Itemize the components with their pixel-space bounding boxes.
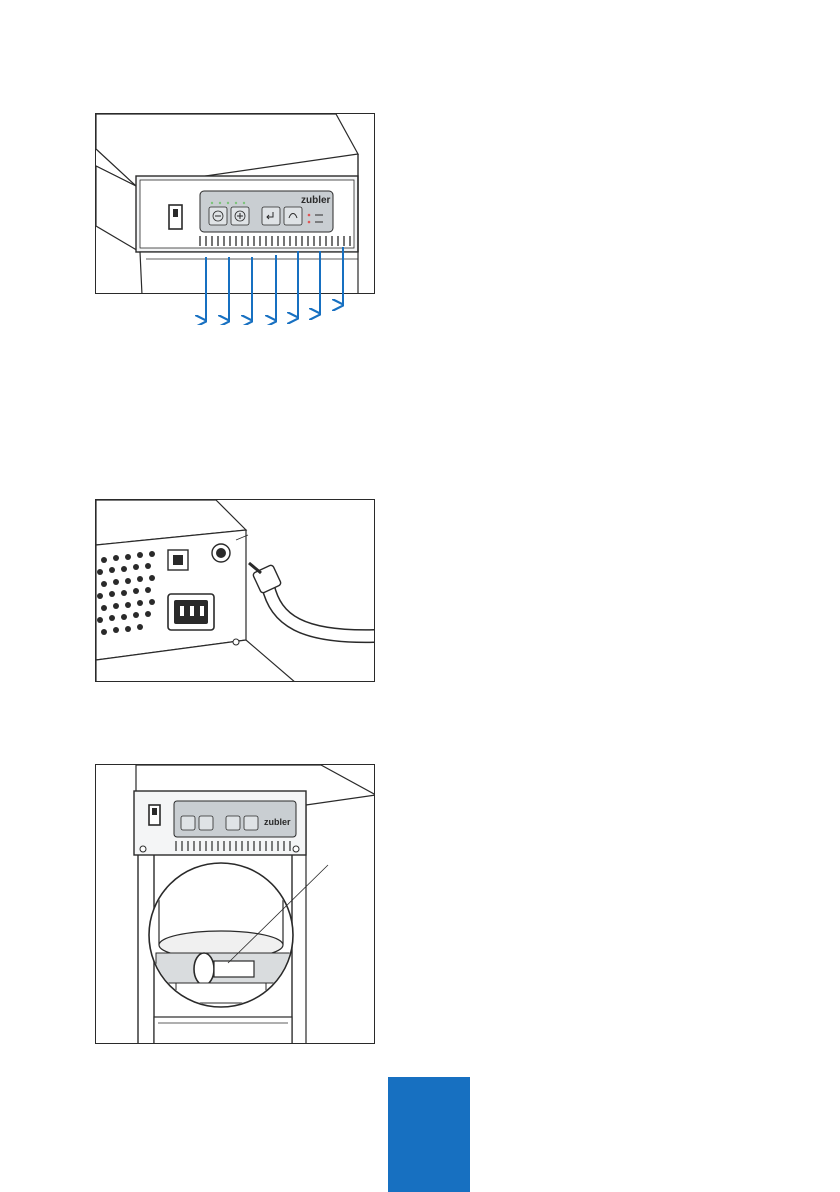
pump-detail-illustration: zubler — [96, 765, 375, 1044]
brand-logo: zubler — [301, 195, 331, 206]
enter-icon — [262, 207, 280, 225]
callout-arrows — [190, 245, 360, 325]
vacuum-icon — [284, 207, 302, 225]
brand-logo: zubler — [264, 817, 291, 827]
figure-rear-connections — [95, 499, 375, 682]
rear-panel-illustration — [96, 500, 375, 682]
figure-pump-detail: zubler — [95, 764, 375, 1044]
page-tab — [388, 1077, 470, 1192]
